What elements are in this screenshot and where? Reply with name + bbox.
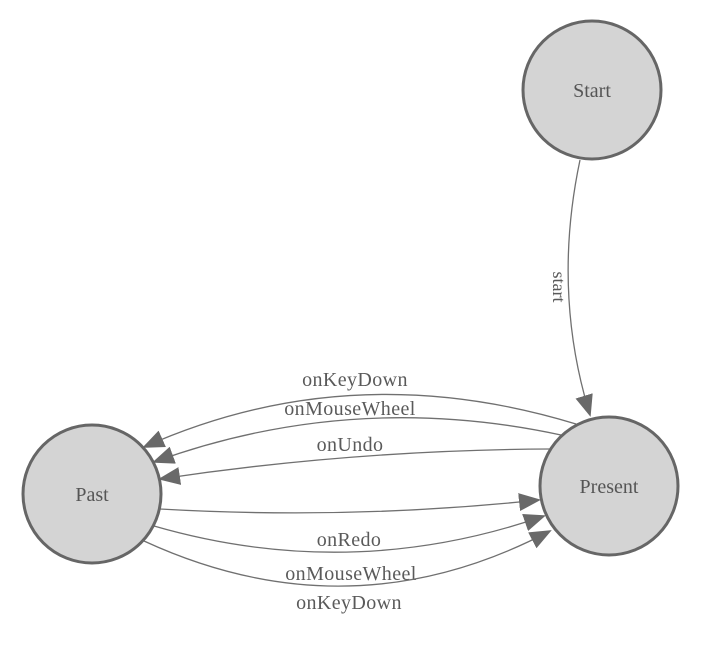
edge-label-onmousewheel-lower: onMouseWheel	[285, 563, 416, 585]
edge-label-onredo: onRedo	[317, 529, 382, 551]
edge-past-to-present-onmousewheel[interactable]: onMouseWheel	[153, 514, 546, 585]
node-present[interactable]: Present	[538, 415, 680, 557]
node-past-label: Past	[75, 484, 109, 506]
node-past[interactable]: Past	[21, 423, 163, 565]
node-present-circle[interactable]	[538, 415, 680, 557]
edge-line[interactable]	[153, 514, 546, 553]
edge-label-onkeydown-lower: onKeyDown	[296, 592, 402, 614]
edge-start-to-present[interactable]: start	[549, 159, 593, 417]
node-past-circle[interactable]	[21, 423, 163, 565]
edge-line[interactable]	[159, 493, 541, 514]
edge-past-to-present-onredo[interactable]: onRedo	[159, 493, 541, 551]
edge-present-to-past-onkeydown[interactable]: onKeyDown	[142, 369, 577, 448]
edge-present-to-past-onmousewheel[interactable]: onMouseWheel	[152, 398, 562, 464]
node-start-label: Start	[573, 80, 611, 102]
edge-present-to-past-onundo[interactable]: onUndo	[158, 434, 551, 485]
node-start[interactable]: Start	[521, 19, 663, 161]
edge-label-onkeydown: onKeyDown	[302, 369, 408, 391]
edge-line[interactable]	[158, 448, 551, 485]
node-present-label: Present	[580, 476, 639, 498]
edge-line[interactable]	[152, 417, 562, 464]
edge-label-onmousewheel: onMouseWheel	[284, 398, 415, 420]
edge-line[interactable]	[143, 530, 552, 587]
node-start-circle[interactable]	[521, 19, 663, 161]
edge-past-to-present-onkeydown[interactable]: onKeyDown	[143, 530, 552, 614]
edge-line[interactable]	[567, 159, 593, 417]
edge-label-start: start	[549, 272, 569, 303]
edge-label-onundo: onUndo	[317, 434, 384, 456]
edge-line[interactable]	[142, 393, 577, 448]
